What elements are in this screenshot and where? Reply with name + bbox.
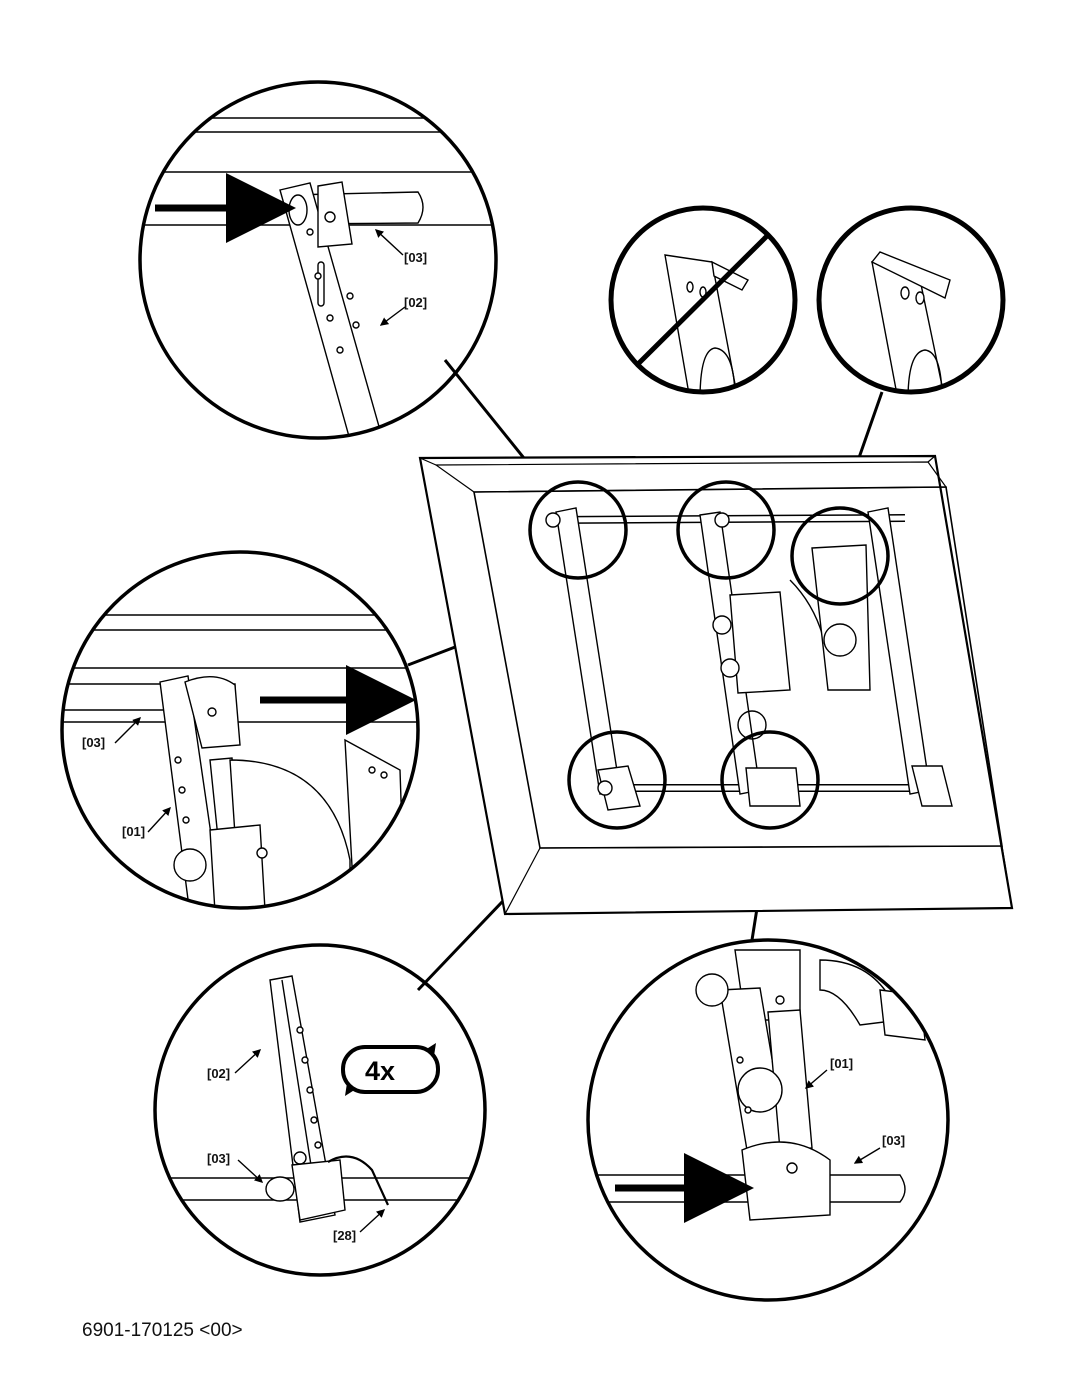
callout-bottom-left: 4x [02] [03] [28] (153, 943, 487, 1277)
callout-label: [02] (404, 295, 427, 310)
callout-label: [01] (122, 824, 145, 839)
callout-top-left: [03] [02] (138, 80, 498, 440)
callout-label: [03] (882, 1133, 905, 1148)
callout-label: [02] (207, 1066, 230, 1081)
highlight-circles (528, 480, 890, 830)
correct-orientation-circle (816, 205, 1006, 395)
mounting-brackets (545, 507, 953, 811)
callout-label: [28] (333, 1228, 356, 1243)
callout-label: [03] (207, 1151, 230, 1166)
callout-label: [03] (404, 250, 427, 265)
callout-label: [03] (82, 735, 105, 750)
incorrect-orientation-circle (608, 205, 798, 395)
repeat-badge: 4x (341, 1043, 440, 1096)
callout-label: [01] (830, 1056, 853, 1071)
document-reference-code: 6901-170125 <00> (82, 1320, 243, 1341)
callout-bottom-right: [01] [03] (586, 938, 950, 1302)
prohibited-slash (635, 233, 770, 367)
callout-left-middle: [03] [01] (60, 550, 420, 910)
repeat-count: 4x (365, 1056, 395, 1086)
